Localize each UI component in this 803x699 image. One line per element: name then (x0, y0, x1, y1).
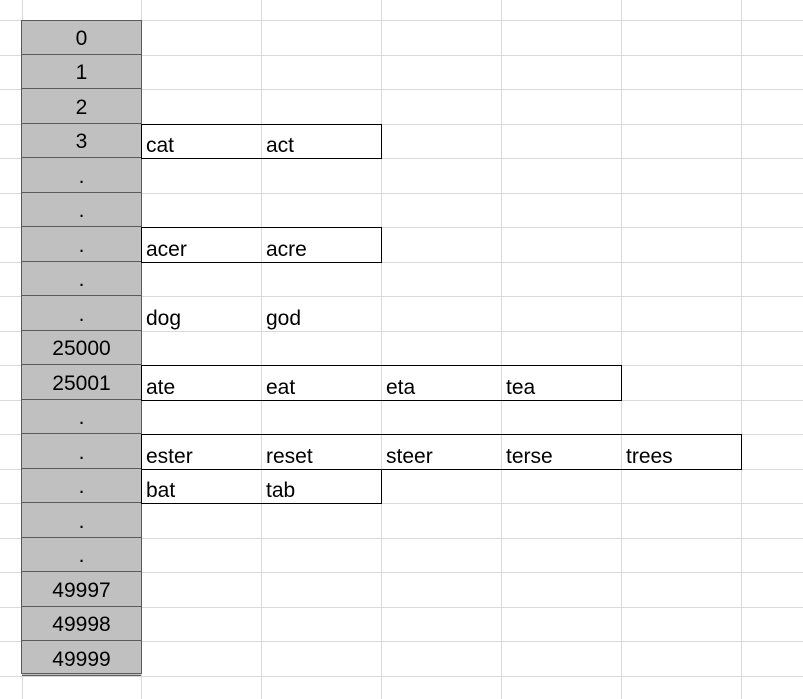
bucket-word: acre (266, 238, 307, 261)
bucket-word: eta (386, 376, 416, 399)
index-cell: . (22, 434, 141, 469)
bucket-word: tea (506, 376, 536, 399)
index-cell: 0 (22, 20, 141, 55)
index-cell: 2 (22, 89, 141, 124)
bucket-word: ate (146, 376, 176, 399)
index-cell: . (22, 400, 141, 434)
index-cell: . (22, 296, 141, 331)
index-cell: 1 (22, 55, 141, 89)
index-cell: 49999 (22, 641, 141, 676)
index-cell: . (22, 158, 141, 193)
bucket-word: trees (626, 445, 673, 468)
index-cell: . (22, 193, 141, 227)
index-cell: . (22, 503, 141, 538)
index-cell: 25001 (22, 365, 141, 400)
bucket-word: terse (506, 445, 553, 468)
bucket-word: acer (146, 238, 187, 261)
bucket-word: dog (146, 307, 182, 330)
index-cell: . (22, 538, 141, 572)
bucket-word: steer (386, 445, 433, 468)
index-cell: 49997 (22, 572, 141, 607)
bucket-word: tab (266, 479, 296, 502)
index-cell: . (22, 469, 141, 503)
bucket-word: act (266, 134, 295, 157)
bucket-word: ester (146, 445, 193, 468)
bucket-word: reset (266, 445, 313, 468)
bucket-word: bat (146, 479, 176, 502)
bucket-word: cat (146, 134, 175, 157)
index-cell: . (22, 262, 141, 296)
index-cell: 3 (22, 124, 141, 158)
bucket-word: eat (266, 376, 296, 399)
index-cell: 25000 (22, 331, 141, 365)
index-cell: . (22, 227, 141, 262)
index-cell: 49998 (22, 607, 141, 641)
bucket-word: god (266, 307, 302, 330)
